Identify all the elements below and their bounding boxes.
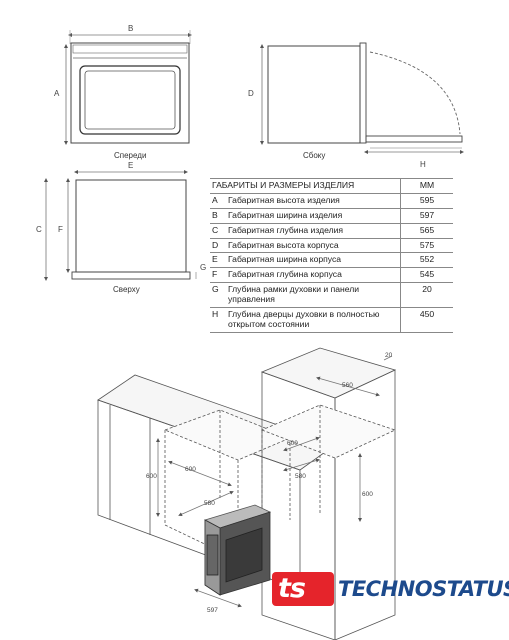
table-row: E Габаритная ширина корпуса 552 [210,252,453,269]
front-width-label: B [128,24,133,33]
dim-600-under-width: 600 [185,466,196,473]
row-value: 20 [400,282,453,308]
table-row: G Глубина рамки духовки и панели управле… [210,282,453,308]
brand-name: TECHNOSTATUS [338,577,509,601]
front-height-label: A [54,89,60,98]
row-value: 597 [400,207,453,224]
brand-mark-text: ts [278,573,306,604]
top-c-label: C [36,225,42,234]
row-code: G [210,282,226,308]
dim-580: 580 [204,500,215,507]
table-unit: MM [400,178,453,194]
row-code: H [210,306,226,333]
dim-597: 597 [207,607,218,614]
top-width-label: E [128,161,133,170]
row-name: Габаритная высота изделия [226,192,401,209]
table-row: C Габаритная глубина изделия 565 [210,222,453,239]
table-row: B Габаритная ширина изделия 597 [210,207,453,224]
side-height-label: D [248,89,254,98]
row-name: Габаритная глубина корпуса [226,267,401,284]
row-value: 450 [400,306,453,333]
table-row: H Глубина дверцы духовки в полностью отк… [210,306,453,333]
row-value: 595 [400,192,453,209]
dimensions-table: ГАБАРИТЫ И РАЗМЕРЫ ИЗДЕЛИЯ MM A Габаритн… [210,178,453,333]
dim-600-column-width: 600 [287,440,298,447]
table-row: D Габаритная высота корпуса 575 [210,237,453,254]
dim-560: 560 [342,382,353,389]
row-code: A [210,192,226,209]
row-code: C [210,222,226,239]
top-caption: Сверху [113,285,140,294]
row-name: Габаритная ширина корпуса [226,252,401,269]
top-g-label: G [200,263,206,272]
row-name: Габаритная глубина изделия [226,222,401,239]
row-code: E [210,252,226,269]
row-value: 575 [400,237,453,254]
side-view: D H Сбоку [248,42,464,169]
brand-mark-icon: ts [272,572,334,606]
side-caption: Сбоку [303,151,325,160]
row-value: 545 [400,267,453,284]
row-code: F [210,267,226,284]
front-caption: Спереди [114,151,146,160]
installation-dim-labels: 600 600 580 597 560 20 600 580 600 [146,352,393,614]
dim-600-column-height: 600 [362,491,373,498]
table-header-row: ГАБАРИТЫ И РАЗМЕРЫ ИЗДЕЛИЯ MM [210,178,453,194]
row-value: 565 [400,222,453,239]
brand-logo: ts TECHNOSTATUS [272,572,509,614]
dim-580-column: 580 [295,473,306,480]
side-depth-label: H [420,160,426,169]
row-name: Глубина дверцы духовки в полностью откры… [226,306,401,333]
table-title: ГАБАРИТЫ И РАЗМЕРЫ ИЗДЕЛИЯ [210,178,401,194]
row-name: Габаритная ширина изделия [226,207,401,224]
cabinet-installation [97,347,397,640]
row-value: 552 [400,252,453,269]
dim-600-under-height: 600 [146,473,157,480]
table-row: A Габаритная высота изделия 595 [210,192,453,209]
row-code: D [210,237,226,254]
row-code: B [210,207,226,224]
top-view: E C F G Сверху [36,161,206,294]
dim-20: 20 [385,352,393,359]
top-f-label: F [58,225,63,234]
table-row: F Габаритная глубина корпуса 545 [210,267,453,284]
row-name: Габаритная высота корпуса [226,237,401,254]
row-name: Глубина рамки духовки и панели управлени… [226,282,401,308]
front-view: B A Спереди [54,24,192,160]
